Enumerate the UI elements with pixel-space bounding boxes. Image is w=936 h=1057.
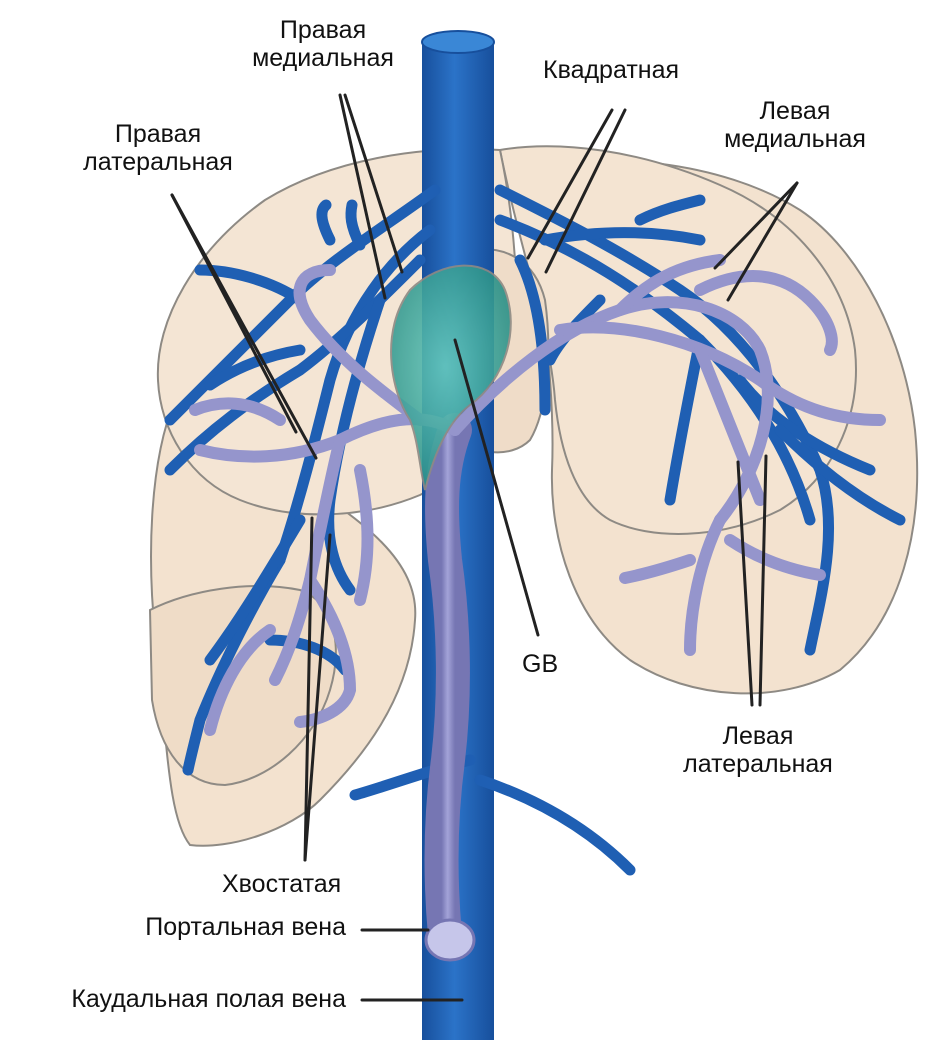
label-right-lateral-line2: латеральная	[83, 148, 233, 176]
leader-right-lateral-2	[170, 193, 318, 460]
label-portal-vein: Портальная вена	[60, 913, 346, 941]
label-gallbladder: GB	[522, 650, 558, 678]
label-left-lateral: Левая латеральная	[658, 722, 858, 778]
gallbladder	[390, 264, 512, 491]
label-left-lateral-line2: латеральная	[683, 750, 833, 778]
leader-caudate-1	[303, 516, 314, 862]
label-right-lateral-line1: Правая	[114, 120, 202, 148]
portal-vein-opening	[424, 918, 476, 962]
label-left-medial-line1: Левая	[759, 97, 831, 125]
label-left-lateral-line1: Левая	[722, 722, 794, 750]
label-right-medial-line1: Правая	[279, 16, 367, 44]
label-caudal-vena-cava: Каудальная полая вена	[6, 985, 346, 1013]
label-portal-vein-text: Портальная вена	[145, 913, 346, 941]
leader-quadrate-1	[526, 108, 614, 260]
leader-left-medial-2	[726, 181, 799, 302]
label-right-medial-line2: медиальная	[252, 44, 394, 72]
label-caudate-text: Хвостатая	[222, 870, 342, 898]
leader-gb	[453, 338, 540, 637]
leader-right-medial-1	[338, 93, 387, 300]
leader-right-medial-2	[343, 93, 404, 274]
leader-caudate-2	[303, 533, 332, 862]
portal-veins	[189, 254, 886, 962]
label-caudate: Хвостатая	[222, 870, 341, 898]
label-left-medial-line2: медиальная	[724, 125, 866, 153]
label-left-medial: Левая медиальная	[700, 97, 890, 153]
label-right-lateral: Правая латеральная	[58, 120, 258, 176]
leader-lines	[170, 93, 799, 1002]
leader-left-lateral-2	[758, 454, 768, 707]
label-gallbladder-text: GB	[522, 650, 559, 678]
label-quadrate-text: Квадратная	[543, 56, 680, 84]
leader-quadrate-2	[544, 108, 627, 274]
label-caudal-vena-cava-text: Каудальная полая вена	[71, 985, 346, 1013]
leader-left-medial-1	[713, 181, 799, 270]
label-right-medial: Правая медиальная	[228, 16, 418, 72]
leader-left-lateral-1	[736, 460, 754, 707]
label-quadrate: Квадратная	[543, 56, 679, 84]
